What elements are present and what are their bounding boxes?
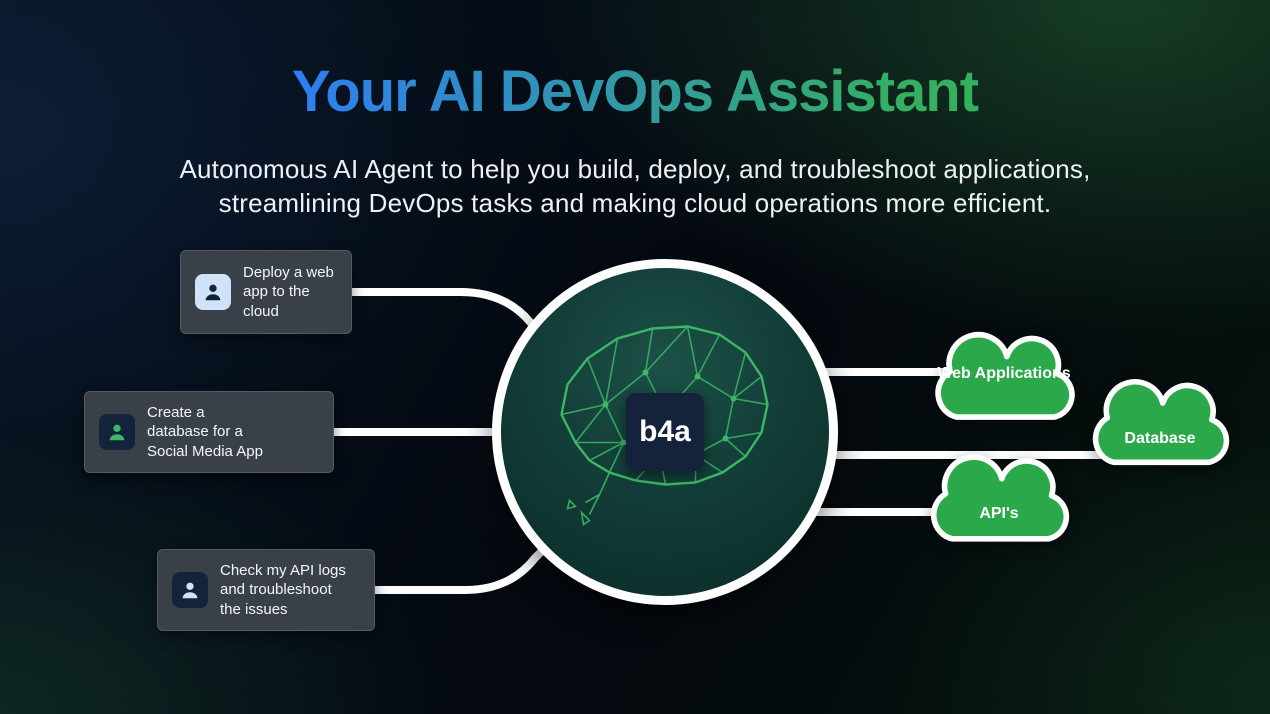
cloud-label: API's	[979, 505, 1019, 522]
prompt-card-label: Check my API logs and troubleshoot the i…	[220, 562, 346, 618]
brain-node	[602, 401, 609, 408]
brain-node	[730, 395, 737, 402]
connector-card3-to-hub	[371, 531, 562, 594]
cloud-shape	[930, 454, 1070, 542]
cloud-shape	[1092, 379, 1230, 466]
brain-outline	[560, 325, 769, 486]
page-title: Your AI DevOps Assistant	[0, 58, 1270, 125]
cloud-shape	[935, 331, 1075, 420]
brain-node	[722, 435, 729, 442]
prompt-card-logs: Check my API logs and troubleshoot the i…	[157, 549, 375, 631]
prompt-card-deploy: Deploy a web app to the cloud	[180, 250, 352, 334]
cloud-database: Database	[1086, 377, 1234, 481]
ai-hub-circle: b4a	[492, 259, 838, 605]
brain-node	[642, 369, 649, 376]
user-icon	[195, 274, 231, 310]
prompt-card-database: Create a database for a Social Media App	[84, 391, 334, 473]
prompt-card-label: Deploy a web app to the cloud	[243, 264, 334, 320]
brain-node	[620, 439, 627, 446]
connector-card1-to-hub	[348, 288, 559, 354]
page-subtitle: Autonomous AI Agent to help you build, d…	[0, 152, 1270, 221]
subtitle-line-1: Autonomous AI Agent to help you build, d…	[179, 154, 1091, 184]
brain-node	[694, 373, 701, 380]
cloud-apis: API's	[924, 452, 1074, 558]
brain-stem	[566, 472, 611, 527]
cloud-label: Database	[1124, 430, 1196, 447]
user-icon	[99, 414, 135, 450]
cloud-label: Web Applications	[937, 365, 1071, 382]
cloud-web-applications: Web Applications	[928, 330, 1080, 436]
user-icon	[172, 572, 208, 608]
b4a-logo: b4a	[626, 393, 704, 471]
prompt-card-label: Create a database for a Social Media App	[147, 404, 263, 460]
subtitle-line-2: streamlining DevOps tasks and making clo…	[218, 188, 1052, 219]
